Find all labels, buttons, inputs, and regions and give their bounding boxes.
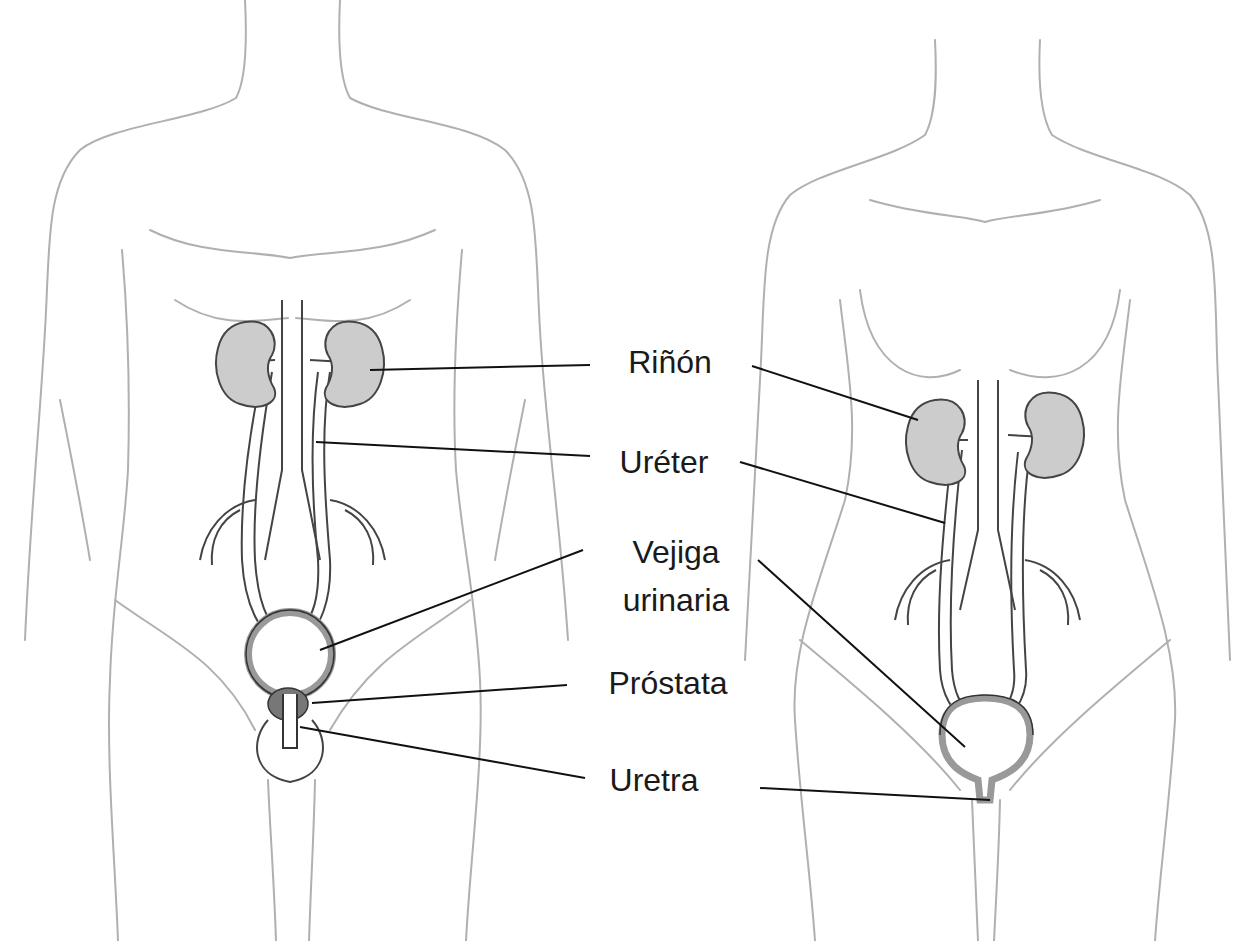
part-label: Uréter — [589, 438, 739, 486]
part-label: Riñón — [595, 338, 745, 386]
part-label: Próstata — [583, 659, 753, 707]
part-label: Uretra — [579, 756, 729, 804]
part-label: Vejiga urinaria — [601, 528, 751, 624]
